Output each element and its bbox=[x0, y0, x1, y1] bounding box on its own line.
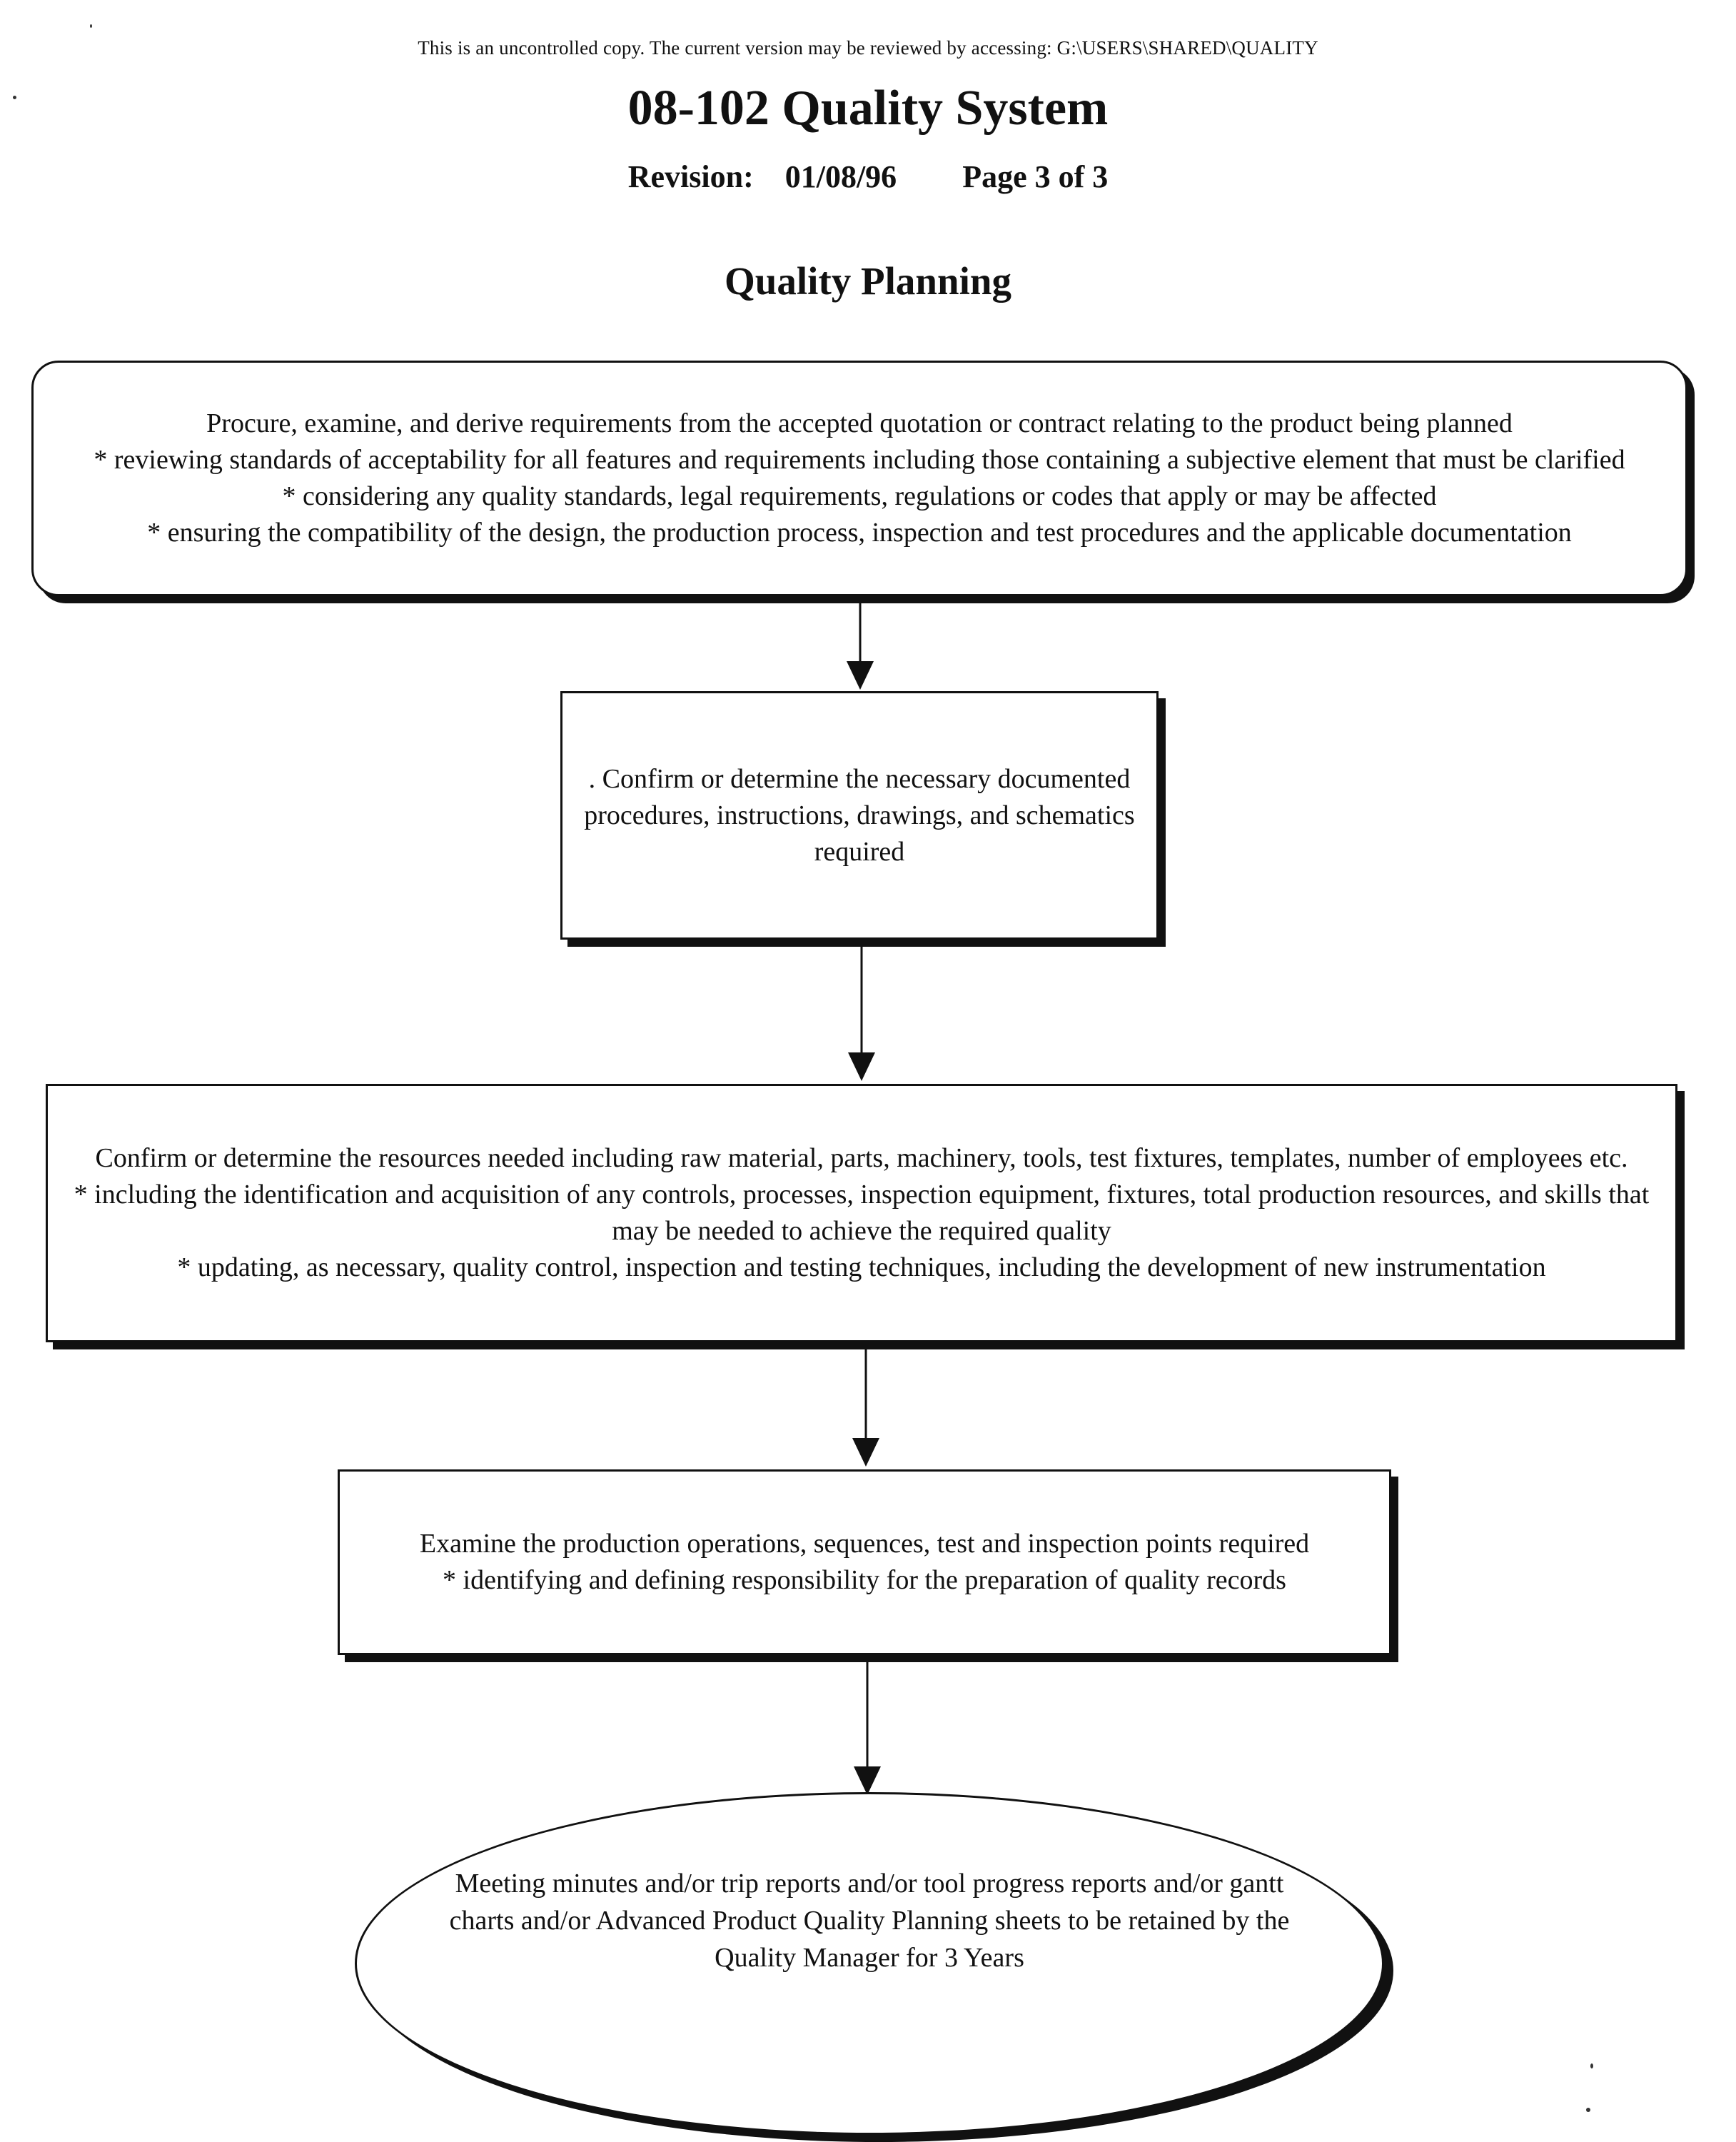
step-3-bullet: * including the identification and acqui… bbox=[74, 1180, 1650, 1246]
document-title: 08-102 Quality System bbox=[627, 81, 1109, 136]
revision-line: Revision: 01/08/96 Page 3 of 3 bbox=[0, 159, 1736, 195]
step-2-procedures-box: . Confirm or determine the necessary doc… bbox=[560, 691, 1159, 940]
page-number: Page 3 of 3 bbox=[962, 159, 1109, 194]
revision-date: 01/08/96 bbox=[784, 159, 897, 194]
scan-speck bbox=[13, 96, 16, 99]
arrow-step3-to-step4 bbox=[852, 1348, 879, 1467]
section-title: Quality Planning bbox=[725, 259, 1011, 303]
step-4-bullet: * identifying and defining responsibilit… bbox=[443, 1565, 1286, 1595]
terminal-records-ellipse: Meeting minutes and/or trip reports and/… bbox=[355, 1792, 1384, 2135]
terminal-text: Meeting minutes and/or trip reports and/… bbox=[449, 1869, 1290, 1973]
scan-speck bbox=[1586, 2108, 1590, 2112]
arrow-step4-to-end bbox=[854, 1660, 881, 1795]
scan-speck bbox=[1590, 2063, 1593, 2068]
step-1-bullet: * ensuring the compatibility of the desi… bbox=[147, 518, 1572, 548]
step-2-main-text: . Confirm or determine the necessary doc… bbox=[584, 763, 1135, 867]
step-1-requirements-box: Procure, examine, and derive requirement… bbox=[31, 361, 1687, 596]
scan-speck bbox=[90, 24, 92, 28]
arrow-step1-to-step2 bbox=[847, 598, 874, 690]
step-4-main-text: Examine the production operations, seque… bbox=[419, 1529, 1310, 1559]
step-3-bullet: * updating, as necessary, quality contro… bbox=[177, 1252, 1546, 1282]
step-3-main-text: Confirm or determine the resources neede… bbox=[95, 1143, 1628, 1173]
arrow-step2-to-step3 bbox=[848, 944, 875, 1081]
step-1-main-text: Procure, examine, and derive requirement… bbox=[206, 408, 1513, 438]
uncontrolled-copy-notice: This is an uncontrolled copy. The curren… bbox=[418, 37, 1318, 59]
step-1-bullet: * reviewing standards of acceptability f… bbox=[94, 445, 1625, 475]
step-4-production-operations-box: Examine the production operations, seque… bbox=[338, 1469, 1391, 1655]
step-1-bullet: * considering any quality standards, leg… bbox=[282, 481, 1437, 511]
step-3-resources-box: Confirm or determine the resources neede… bbox=[46, 1084, 1677, 1342]
revision-label: Revision: bbox=[627, 159, 754, 194]
